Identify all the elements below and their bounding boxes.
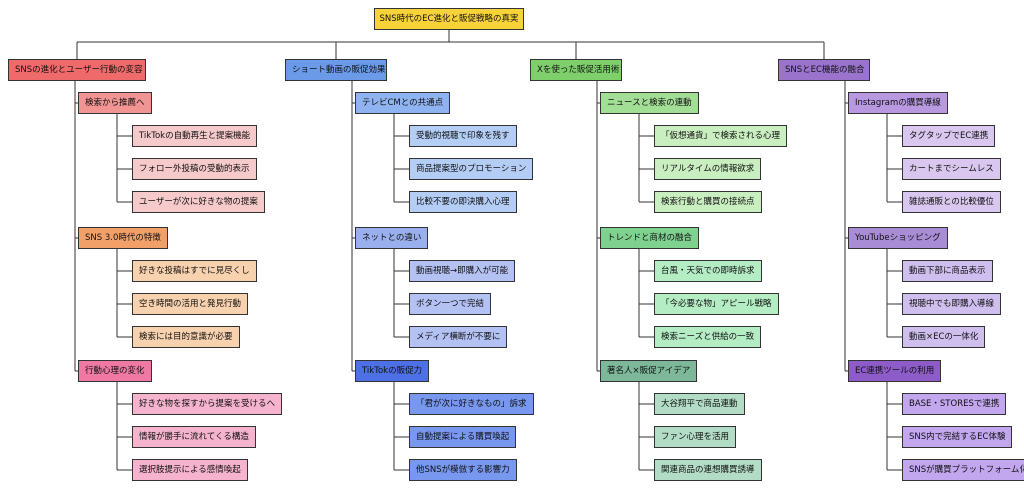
leaf-topic: 比較不要の即決購入心理 bbox=[409, 191, 517, 213]
leaf-topic: ボタン一つで完結 bbox=[409, 293, 492, 315]
leaf-topic: ファン心理を活用 bbox=[654, 426, 737, 448]
leaf-topic: 検索には目的意識が必要 bbox=[132, 326, 240, 348]
leaf-topic: SNS内で完結するEC体験 bbox=[902, 426, 1013, 448]
branch-topic: Xを使った販促活用術 bbox=[530, 59, 622, 81]
leaf-topic: 視聴中でも即購入導線 bbox=[902, 293, 1002, 315]
sub-topic: ニュースと検索の連動 bbox=[600, 92, 699, 114]
sub-topic: TikTokの販促力 bbox=[355, 360, 430, 382]
branch-topic: ショート動画の販促効果 bbox=[285, 59, 387, 81]
leaf-topic: 検索ニーズと供給の一致 bbox=[654, 326, 762, 348]
leaf-topic: BASE・STORESで連携 bbox=[902, 393, 1007, 415]
sub-topic: YouTubeショッピング bbox=[848, 227, 948, 249]
leaf-topic: SNSが購買プラットフォーム化 bbox=[902, 459, 1024, 481]
leaf-topic: 空き時間の活用と発見行動 bbox=[132, 293, 249, 315]
leaf-topic: 自動提案による購買喚起 bbox=[409, 426, 517, 448]
leaf-topic: ユーザーが次に好きな物の提案 bbox=[132, 191, 265, 213]
leaf-topic: 選択肢提示による感情喚起 bbox=[132, 459, 248, 481]
sub-topic: トレンドと商材の融合 bbox=[600, 227, 700, 249]
leaf-topic: 「仮想通貨」で検索される心理 bbox=[654, 125, 788, 147]
sub-topic: Instagramの購買導線 bbox=[848, 92, 948, 114]
leaf-topic: 大谷翔平で商品連動 bbox=[654, 393, 745, 415]
sub-topic: 検索から推薦へ bbox=[78, 92, 152, 114]
root-topic: SNS時代のEC進化と販促戦略の真実 bbox=[374, 8, 524, 30]
leaf-topic: 台風・天気での即時訴求 bbox=[654, 260, 762, 282]
leaf-topic: 動画×ECの一体化 bbox=[902, 326, 986, 348]
sub-topic: 著名人×販促アイデア bbox=[600, 360, 698, 382]
leaf-topic: 商品提案型のプロモーション bbox=[409, 158, 534, 180]
leaf-topic: タグタップでEC連携 bbox=[902, 125, 996, 147]
leaf-topic: 検索行動と購買の接続点 bbox=[654, 191, 762, 213]
branch-topic: SNSの進化とユーザー行動の変容 bbox=[8, 59, 146, 81]
leaf-topic: 好きな物を探すから提案を受けるへ bbox=[132, 393, 283, 415]
leaf-topic: TikTokの自動再生と提案機能 bbox=[132, 125, 258, 147]
sub-topic: テレビCMとの共通点 bbox=[355, 92, 451, 114]
leaf-topic: 動画視聴→即購入が可能 bbox=[409, 260, 516, 282]
leaf-topic: 受動的視聴で印象を残す bbox=[409, 125, 517, 147]
branch-topic: SNSとEC機能の融合 bbox=[778, 59, 870, 81]
leaf-topic: 情報が勝手に流れてくる構造 bbox=[132, 426, 256, 448]
sub-topic: 行動心理の変化 bbox=[78, 360, 152, 382]
leaf-topic: メディア横断が不要に bbox=[409, 326, 508, 348]
sub-topic: SNS 3.0時代の特徴 bbox=[78, 227, 168, 249]
leaf-topic: カートまでシームレス bbox=[902, 158, 1001, 180]
leaf-topic: 他SNSが模倣する影響力 bbox=[409, 459, 517, 481]
leaf-topic: 関連商品の連想購買誘導 bbox=[654, 459, 762, 481]
sub-topic: ネットとの違い bbox=[355, 227, 429, 249]
leaf-topic: リアルタイムの情報欲求 bbox=[654, 158, 762, 180]
leaf-topic: 「君が次に好きなもの」訴求 bbox=[409, 393, 534, 415]
leaf-topic: 好きな投稿はすでに見尽くし bbox=[132, 260, 257, 282]
sub-topic: EC連携ツールの利用 bbox=[848, 360, 942, 382]
leaf-topic: 「今必要な物」アピール戦略 bbox=[654, 293, 779, 315]
leaf-topic: フォロー外投稿の受動的表示 bbox=[132, 158, 257, 180]
leaf-topic: 動画下部に商品表示 bbox=[902, 260, 993, 282]
leaf-topic: 雑誌通販との比較優位 bbox=[902, 191, 1001, 213]
